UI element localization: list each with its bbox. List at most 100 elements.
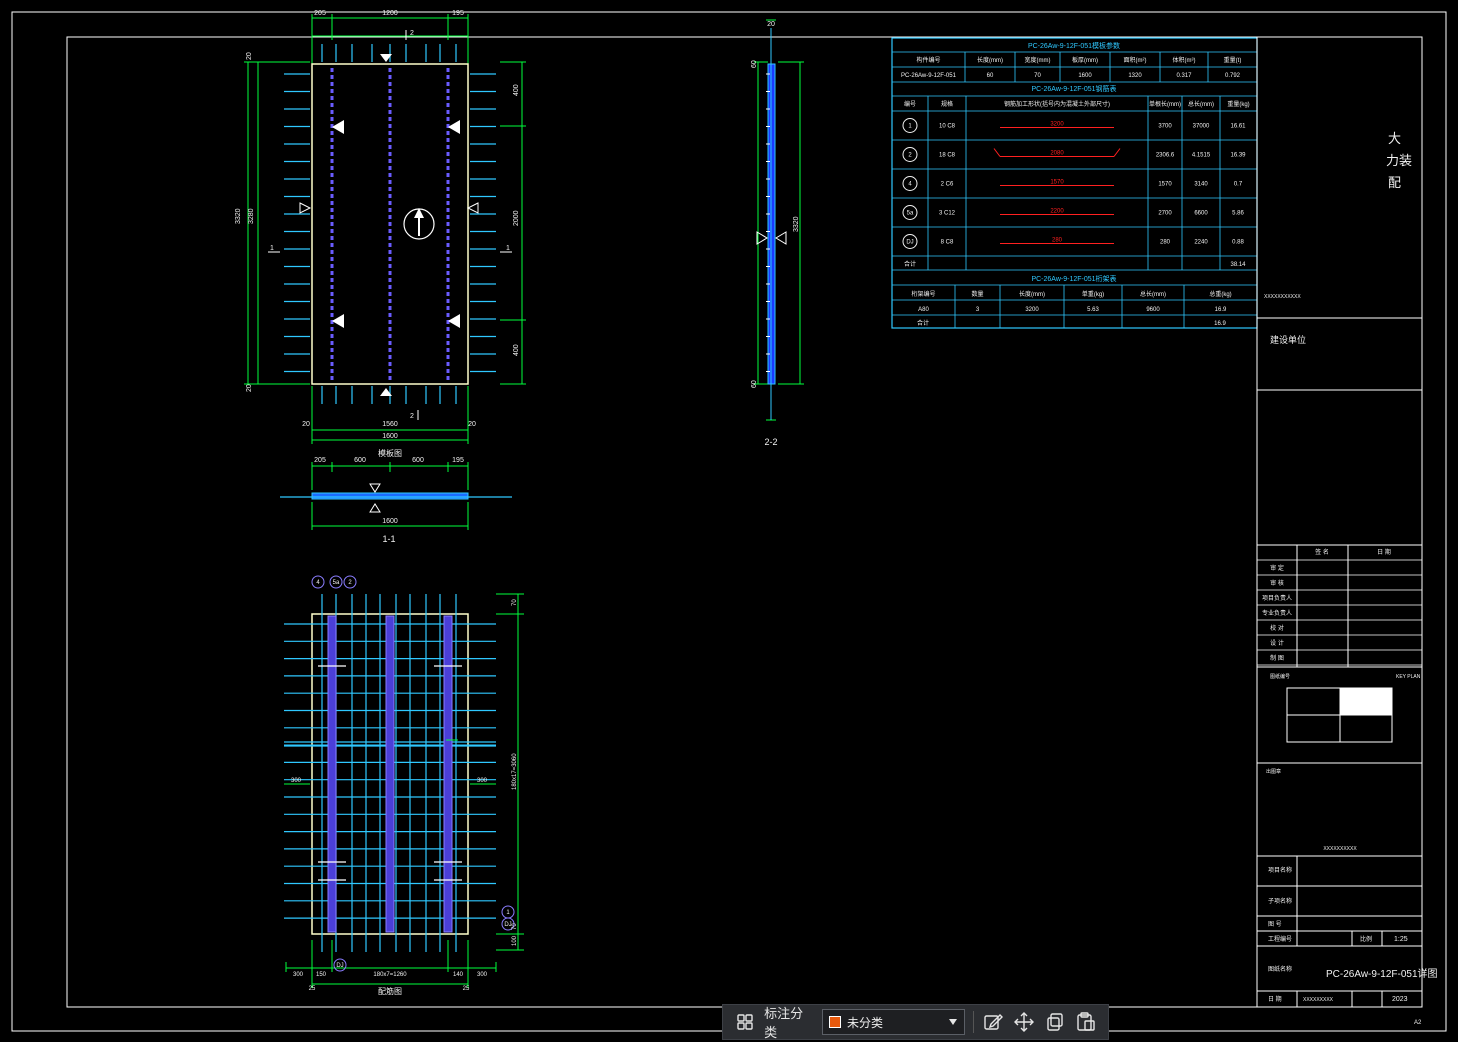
dim-text: 20 xyxy=(302,421,310,428)
table-header: 长度(mm) xyxy=(1019,290,1045,298)
drawing-name: PC-26Aw-9-12F-051详图 xyxy=(1326,967,1438,980)
table-header: 单根长(mm) xyxy=(1149,100,1181,108)
rebar-total: 6600 xyxy=(1194,211,1208,217)
rebar-weight: 5.86 xyxy=(1232,211,1244,217)
rebar-shape-dim: 2200 xyxy=(1050,209,1064,215)
dim-text: 150 xyxy=(316,972,327,978)
table-header: 长度(mm) xyxy=(977,56,1003,64)
table-header: 单重(kg) xyxy=(1082,290,1104,298)
sign-row-label: 审 定 xyxy=(1270,564,1284,572)
rebar-spec: 8 C8 xyxy=(941,240,954,246)
table-cell: A80 xyxy=(918,307,929,313)
rebar-length: 2700 xyxy=(1158,211,1172,217)
table-header: 构件编号 xyxy=(916,56,940,64)
table-header: 编号 xyxy=(904,100,916,108)
table-cell: 70 xyxy=(1034,73,1041,79)
rebar-marker-circle xyxy=(333,958,347,972)
section-2-2: 20 60 60 3320 2-2 xyxy=(751,19,804,447)
dim-text: 60 xyxy=(751,380,758,388)
copy-icon[interactable] xyxy=(1045,1011,1066,1033)
direction-triangle-icon xyxy=(380,54,392,62)
section-arrow-icon xyxy=(466,202,479,214)
table-header: 板厚(mm) xyxy=(1072,56,1098,64)
stamp-label: 出图章 xyxy=(1266,768,1281,775)
keymap-label: KEY PLAN xyxy=(1396,674,1421,680)
sign-row-label: 项目负责人 xyxy=(1262,594,1292,602)
marker-text: DJ xyxy=(504,922,511,928)
orientation-arrow-icon xyxy=(403,208,435,240)
dim-text: 25 xyxy=(309,986,316,992)
rebar-no: 1 xyxy=(908,124,912,130)
marker-text: 5a xyxy=(333,580,340,586)
sign-row-label: 校 对 xyxy=(1270,624,1284,632)
table-total-label: 合计 xyxy=(904,260,916,268)
category-dropdown[interactable]: 未分类 xyxy=(822,1009,965,1035)
dim-text: 1200 xyxy=(382,10,398,17)
dim-text: 3280 xyxy=(248,208,255,224)
date-sub: XXXXXXXXX xyxy=(1303,997,1334,1003)
table-header: 体积(m³) xyxy=(1173,56,1196,64)
dim-text: 180x7=1260 xyxy=(373,972,407,978)
truss-bar xyxy=(385,615,395,933)
grid-icon[interactable] xyxy=(734,1011,755,1033)
date-label: 日 期 xyxy=(1268,995,1282,1003)
logo-text: 力装 xyxy=(1386,153,1412,168)
table-header: 总长(mm) xyxy=(1188,100,1214,108)
rebar-weight: 16.61 xyxy=(1230,124,1246,130)
dim-text: 400 xyxy=(513,84,520,96)
rebar-no-circle xyxy=(902,118,918,133)
annotation-toolbar: 标注分类 未分类 xyxy=(722,1004,1109,1041)
lifting-triangle-icon xyxy=(332,314,344,328)
category-color-swatch xyxy=(829,1016,842,1028)
dim-text: 3320 xyxy=(235,208,242,224)
marker-text: 4 xyxy=(316,580,320,586)
rebar-no: 2 xyxy=(908,153,912,159)
rebar-plan-view: 4 5a 2 1 DJ DJ 70 180x17=3060 70 100 300… xyxy=(284,575,524,996)
scale-value: 1:25 xyxy=(1394,936,1408,943)
construction-unit-label: 建设单位 xyxy=(1270,334,1306,345)
view-title: 模板图 xyxy=(378,448,402,458)
dim-text: 2000 xyxy=(513,210,520,226)
project-no-label: 工程编号 xyxy=(1268,935,1292,943)
rebar-marker-circle xyxy=(501,917,515,931)
dim-text: 600 xyxy=(354,457,366,464)
paste-icon[interactable] xyxy=(1076,1011,1097,1033)
dim-text: 300 xyxy=(293,972,304,978)
table-total: 16.9 xyxy=(1214,321,1226,327)
rebar-length: 1570 xyxy=(1158,182,1172,188)
rebar-total: 37000 xyxy=(1193,124,1210,130)
dim-text: 140 xyxy=(453,972,464,978)
table-cell: 3200 xyxy=(1025,307,1039,313)
title-block: 大 力装 配 XXXXXXXXXXX 建设单位 签 名 日 期 图纸编号 KEY… xyxy=(1256,37,1438,1026)
table-header: 钢筋加工形状(括号内为混凝土外部尺寸) xyxy=(1004,100,1110,108)
section-mark-text: 1 xyxy=(270,245,274,252)
table-cell: 0.317 xyxy=(1176,73,1192,79)
rebar-no-circle xyxy=(902,234,918,249)
rebar-weight: 0.88 xyxy=(1232,240,1244,246)
section-label: 2-2 xyxy=(764,437,777,447)
rebar-length: 3700 xyxy=(1158,124,1172,130)
rebar-shape-dim: 280 xyxy=(1052,238,1063,244)
dim-text: 60 xyxy=(751,60,758,68)
edit-icon[interactable] xyxy=(983,1011,1004,1033)
truss-bar xyxy=(327,615,337,933)
dim-text: 20 xyxy=(246,52,253,60)
dim-text: 20 xyxy=(246,384,253,392)
table-header: 总长(mm) xyxy=(1140,290,1166,298)
sign-header: 日 期 xyxy=(1377,548,1391,556)
table-title: PC-26Aw-9-12F-051桁架表 xyxy=(1031,274,1116,283)
rebar-marker-circle xyxy=(311,575,325,589)
rebar-shape-dim: 2080 xyxy=(1050,151,1064,157)
dim-text: 600 xyxy=(412,457,424,464)
rebar-total: 4.1515 xyxy=(1192,153,1211,159)
project-name-label: 项目名称 xyxy=(1268,866,1292,874)
move-icon[interactable] xyxy=(1014,1011,1035,1033)
lifting-triangle-icon xyxy=(332,120,344,134)
slab-outline xyxy=(311,63,469,385)
dim-text: 195 xyxy=(452,457,464,464)
logo-text: 大 xyxy=(1388,131,1401,146)
section-1-1: 205 600 600 195 1600 1-1 xyxy=(280,457,512,544)
direction-triangle-icon xyxy=(380,388,392,396)
dim-text: 195 xyxy=(452,10,464,17)
